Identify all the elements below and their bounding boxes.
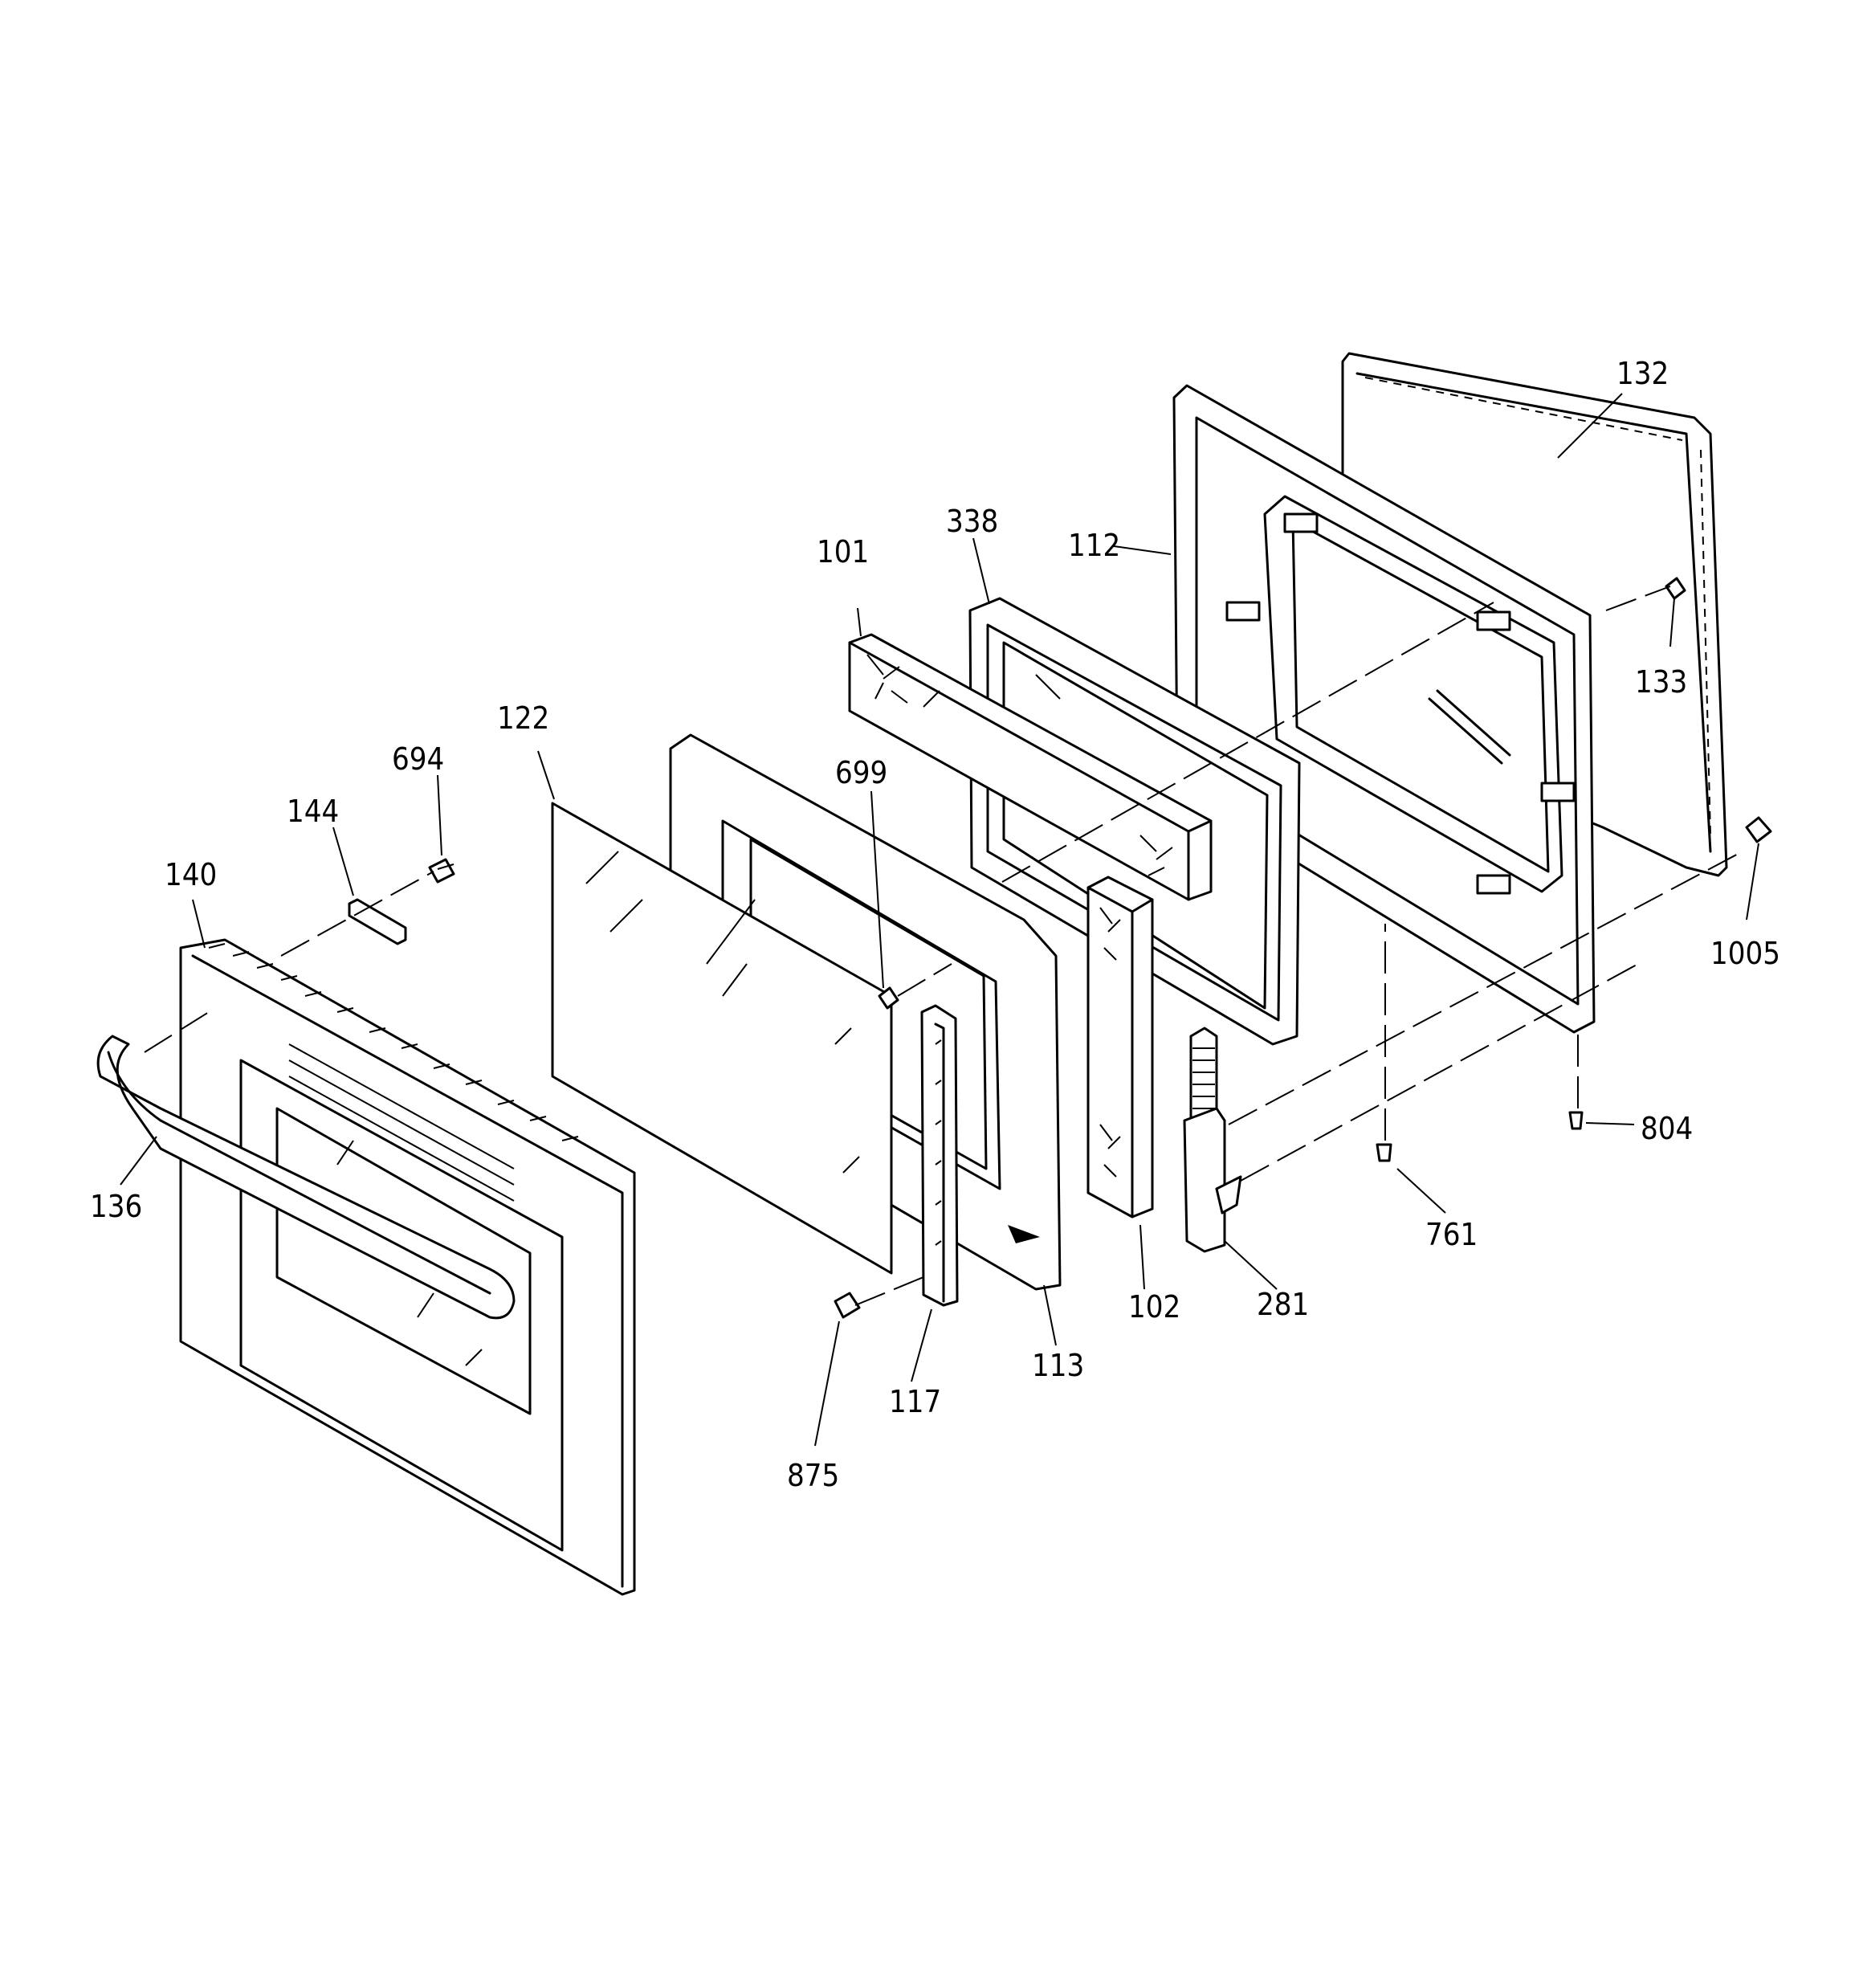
screw-699 [878,986,899,1010]
part-112-inner-liner [1172,384,1596,1034]
screw-133 [1665,577,1686,600]
label-761: 761 [1425,1217,1478,1252]
label-101: 101 [817,534,869,569]
leader-lines [120,393,1759,1447]
screws [428,577,1772,1319]
part-102-side-insulation [1086,876,1154,1219]
label-144: 144 [287,794,339,829]
label-136: 136 [90,1189,142,1224]
label-133: 133 [1635,664,1687,700]
label-113: 113 [1032,1348,1084,1383]
label-132: 132 [1616,356,1669,391]
label-338: 338 [946,504,998,539]
part-labels: 132 338 112 101 133 122 699 694 144 140 … [90,356,1780,1493]
screw-761 [1376,1143,1392,1162]
part-136-handle [96,1035,516,1320]
label-102: 102 [1128,1289,1180,1325]
part-117-bracket [920,1004,959,1307]
label-112: 112 [1068,528,1120,563]
part-144-spacer [348,898,407,945]
part-101-top-insulation [848,633,1213,901]
label-117: 117 [889,1384,941,1419]
part-122-front-glass [551,802,893,1275]
label-281: 281 [1257,1287,1309,1322]
screw-694 [428,858,455,884]
label-875: 875 [787,1458,839,1493]
screw-804 [1568,1111,1584,1130]
label-1005: 1005 [1710,936,1780,971]
label-122: 122 [497,700,549,736]
label-699: 699 [835,755,887,790]
label-694: 694 [392,741,444,777]
screw-1005 [1745,816,1772,843]
label-140: 140 [165,857,217,892]
label-804: 804 [1641,1111,1693,1146]
screw-875 [834,1292,861,1319]
part-281-hinge [1183,1027,1242,1253]
alignment-lines [144,586,1743,1306]
